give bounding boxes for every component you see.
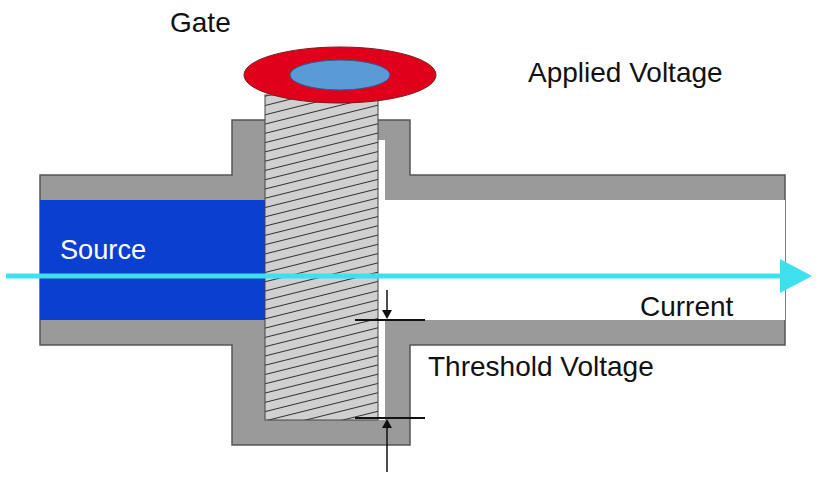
voltage-label: Applied Voltage (528, 58, 723, 87)
gate-label: Gate (170, 8, 231, 37)
threshold-label: Threshold Voltage (428, 352, 654, 381)
pipe-housing (40, 120, 785, 445)
current-label: Current (640, 292, 733, 321)
current-arrow (6, 274, 786, 279)
dimension-tick (355, 319, 425, 321)
dimension-arrow (386, 426, 388, 472)
dimension-arrowhead (382, 310, 392, 319)
source-region: Source (40, 200, 265, 320)
node-text: Source (60, 236, 265, 265)
current-arrowhead (780, 259, 812, 293)
dimension-arrow (386, 290, 388, 312)
gate-knob-center (290, 60, 390, 90)
dimension-tick (355, 417, 425, 419)
source-fluid (40, 200, 265, 320)
dimension-arrowhead (382, 419, 392, 428)
gate-knob (244, 47, 436, 103)
valve-stem (265, 95, 378, 420)
